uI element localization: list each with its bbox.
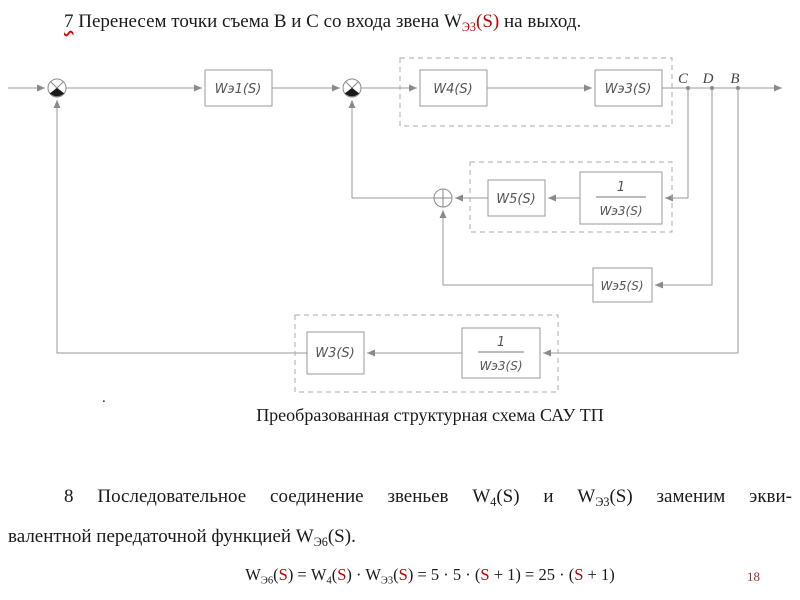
summer-1 bbox=[47, 78, 67, 98]
tap-labels: C D B bbox=[678, 71, 740, 87]
tap-dot-b bbox=[736, 86, 740, 90]
diagram-caption: Преобразованная структурная схема САУ ТП bbox=[256, 405, 604, 425]
summing-junctions bbox=[47, 78, 453, 208]
summer-2 bbox=[342, 78, 362, 98]
frac-mid-numerator: 1 bbox=[617, 180, 625, 195]
block-w3-label: W3(S) bbox=[315, 346, 355, 361]
frac-bot-denominator: Wэ3(S) bbox=[479, 359, 522, 373]
line-summer3-summer2 bbox=[348, 100, 434, 199]
paragraph-8-line-2: валентной передаточной функцией WЭ6(S). bbox=[8, 526, 356, 549]
tap-label-b: B bbox=[730, 71, 739, 87]
blocks: Wэ1(S) W4(S) Wэ3(S) W5(S) 1 Wэ3(S) bbox=[204, 69, 663, 379]
dashed-box-top bbox=[399, 57, 673, 127]
block-inverse-we3-bottom: 1 Wэ3(S) bbox=[461, 327, 541, 379]
feedback-d-down bbox=[655, 88, 713, 289]
block-we1: Wэ1(S) bbox=[204, 69, 273, 107]
block-we5: Wэ5(S) bbox=[592, 267, 653, 303]
block-diagram: Wэ1(S) W4(S) Wэ3(S) W5(S) 1 Wэ3(S) bbox=[8, 57, 782, 393]
block-we1-label: Wэ1(S) bbox=[215, 82, 262, 97]
frac-bot-numerator: 1 bbox=[497, 335, 505, 350]
line-we5-summer3 bbox=[439, 210, 593, 286]
stray-dot: . bbox=[102, 390, 106, 406]
block-we3-label: Wэ3(S) bbox=[605, 82, 652, 97]
block-inverse-we3-middle: 1 Wэ3(S) bbox=[579, 171, 663, 225]
tap-dot-c bbox=[686, 86, 690, 90]
frac-mid-denominator: Wэ3(S) bbox=[599, 204, 642, 218]
tap-dot-d bbox=[710, 86, 714, 90]
paragraph-8-line-1: 8 Последовательное соединение звеньев W4… bbox=[64, 486, 793, 509]
tap-dots bbox=[686, 86, 740, 90]
block-w4-label: W4(S) bbox=[433, 82, 473, 97]
slide-title: 7 Перенесем точки съема В и С со входа з… bbox=[64, 11, 582, 34]
dashed-groups bbox=[294, 57, 673, 393]
dashed-box-middle bbox=[469, 161, 673, 233]
summer-3 bbox=[433, 188, 453, 208]
block-w5-label: W5(S) bbox=[496, 192, 536, 207]
feedback-c-down bbox=[665, 88, 689, 202]
feedback-b-down bbox=[543, 88, 739, 357]
block-w5: W5(S) bbox=[487, 179, 546, 217]
block-we3: Wэ3(S) bbox=[594, 69, 663, 107]
line-w3-summer1 bbox=[53, 100, 307, 354]
dashed-box-bottom bbox=[294, 314, 559, 393]
block-w3: W3(S) bbox=[306, 331, 365, 375]
block-we5-label: Wэ5(S) bbox=[600, 279, 643, 293]
tap-label-d: D bbox=[702, 71, 714, 87]
tap-label-c: C bbox=[678, 71, 689, 87]
page-number: 18 bbox=[747, 569, 760, 584]
signal-lines bbox=[8, 84, 782, 357]
block-w4: W4(S) bbox=[419, 69, 488, 107]
equivalent-transfer-function-formula: WЭ6(S) = W4(S) · WЭ3(S) = 5 · 5 · (S + 1… bbox=[245, 565, 615, 587]
